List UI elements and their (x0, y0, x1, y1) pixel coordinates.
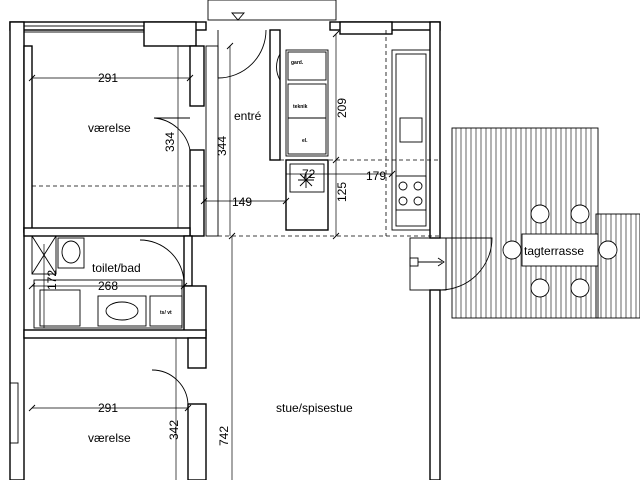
technical-cabinet (287, 83, 327, 155)
terrace-table-set (502, 204, 618, 298)
room-label-entrance: entré (234, 109, 262, 123)
terrace-door-post (409, 257, 419, 267)
room-label-bedroom-top: værelse (88, 121, 131, 135)
dim-125: 125 (335, 182, 349, 202)
closet-door-swing (276, 53, 281, 81)
shaft-star-icon (298, 172, 314, 188)
entrance-door-swing (217, 29, 267, 79)
column-top-2 (339, 21, 393, 35)
dim-149: 149 (232, 195, 252, 209)
dim-291-bottom: 291 (98, 401, 118, 415)
room-label-terrace: tagterrasse (524, 244, 584, 258)
wardrobe-label: gard. (291, 60, 304, 66)
dim-268: 268 (98, 279, 118, 293)
dim-72: 72 (302, 167, 316, 181)
dim-172: 172 (45, 270, 59, 290)
terrace-outline (451, 127, 599, 319)
dim-742: 742 (217, 426, 231, 446)
column-top-1 (143, 21, 197, 47)
wardrobe-cabinet (287, 51, 327, 81)
bedroom-top-door-swing (153, 117, 191, 151)
dim-344: 344 (215, 136, 229, 156)
dim-209: 209 (335, 98, 349, 118)
interior-walls (23, 29, 431, 480)
technical-sub-label: el. (302, 138, 308, 144)
dimension-lines (28, 30, 396, 480)
dim-291-top: 291 (98, 71, 118, 85)
bedroom-bottom-door-swing (151, 369, 189, 405)
kitchen-counter (395, 53, 427, 227)
shaft (289, 163, 325, 193)
window-left (9, 382, 19, 444)
washer-label: ts/ vt (160, 310, 172, 316)
stove-icon (395, 175, 427, 211)
kitchen-sink (399, 117, 423, 143)
entry-marker-icon (231, 12, 245, 21)
terrace-door-swing (439, 237, 493, 291)
dim-342: 342 (167, 420, 181, 440)
terrace-outline-right (595, 213, 640, 319)
room-label-bathroom: toilet/bad (92, 261, 141, 275)
technical-label: teknik (293, 104, 308, 110)
dim-334: 334 (163, 132, 177, 152)
room-label-bedroom-bottom: værelse (88, 431, 131, 445)
bathroom-door-swing (139, 239, 185, 283)
terrace-arrow-icon (418, 257, 445, 267)
room-label-living: stue/spisestue (276, 401, 353, 415)
dim-179: 179 (366, 169, 386, 183)
